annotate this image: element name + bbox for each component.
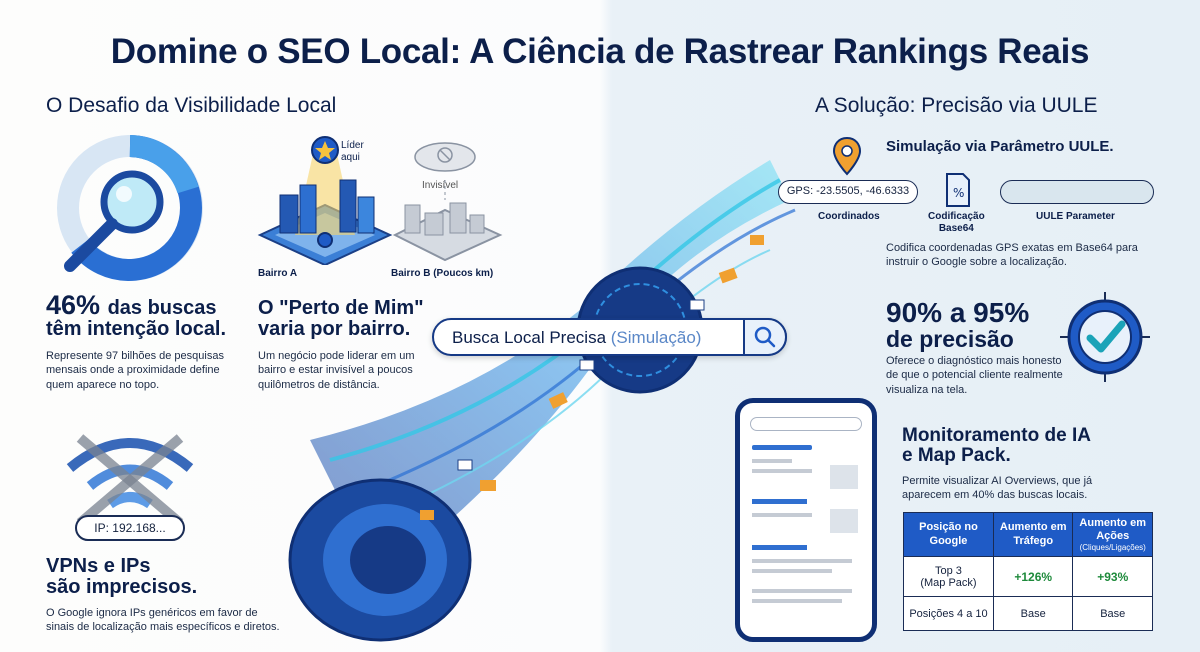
search-hint-text: (Simulação) bbox=[610, 328, 702, 347]
precision-stat: 90% a 95% de precisão bbox=[886, 298, 1029, 352]
crossed-wifi-icon bbox=[66, 434, 194, 527]
uule-param-label: UULE Parameter bbox=[1036, 211, 1115, 222]
table-cell: Base bbox=[1072, 596, 1153, 631]
svg-text:%: % bbox=[953, 186, 964, 200]
vpn-heading: VPNs e IPs são imprecisos. bbox=[46, 556, 197, 598]
uule-description: Codifica coordenadas GPS exatas em Base6… bbox=[886, 242, 1138, 269]
near-me-line2: varia por bairro. bbox=[258, 318, 411, 340]
document-percent-icon: % bbox=[946, 173, 970, 207]
ia-heading: Monitoramento de IA e Map Pack. bbox=[902, 426, 1091, 466]
search-text: Busca Local Precisa (Simulação) bbox=[452, 328, 701, 348]
vpn-line2: são imprecisos. bbox=[46, 576, 198, 598]
uule-parameter-bar bbox=[1000, 180, 1154, 204]
table-cell: +93% bbox=[1072, 556, 1153, 597]
bairro-a-label: Bairro A bbox=[258, 268, 298, 279]
search-button[interactable] bbox=[743, 318, 787, 356]
magnifier-donut-icon bbox=[57, 135, 203, 281]
stat-local-intent: 46% das buscas têm intenção local. bbox=[46, 291, 226, 340]
phone-mockup bbox=[735, 398, 877, 642]
table-row: Posições 4 a 10 Base Base bbox=[903, 596, 1153, 631]
table-cell: +126% bbox=[992, 556, 1074, 597]
ia-line2: e Map Pack. bbox=[902, 444, 1011, 466]
uule-subheading: Simulação via Parâmetro UULE. bbox=[886, 138, 1114, 155]
target-check-icon bbox=[1060, 292, 1150, 382]
stat-near-me: O "Perto de Mim" varia por bairro. bbox=[258, 298, 424, 340]
table-cell: Base bbox=[992, 596, 1074, 631]
near-me-line1: O "Perto de Mim" bbox=[258, 297, 424, 319]
bairro-b-label: Bairro B (Poucos km) bbox=[391, 268, 494, 279]
gps-coordinates-box: GPS: -23.5505, -46.6333 bbox=[778, 180, 918, 204]
ia-description: Permite visualizar AI Overviews, que já … bbox=[902, 475, 1093, 502]
precision-line1: 90% a 95% bbox=[886, 297, 1030, 328]
coords-label: Coordinados bbox=[818, 211, 880, 222]
page-title: Domine o SEO Local: A Ciência de Rastrea… bbox=[110, 32, 1090, 71]
precision-line2: de precisão bbox=[886, 326, 1014, 353]
precision-description: Oferece o diagnóstico mais honesto de qu… bbox=[886, 355, 1063, 396]
right-heading: A Solução: Precisão via UULE bbox=[815, 94, 1098, 117]
vpn-line1: VPNs e IPs bbox=[46, 555, 151, 577]
search-main-text: Busca Local Precisa bbox=[452, 328, 607, 347]
invisible-label: Invisível bbox=[422, 180, 459, 191]
table-cell: Top 3(Map Pack) bbox=[903, 556, 994, 597]
stat-percent: 46% bbox=[46, 290, 101, 320]
ia-line1: Monitoramento de IA bbox=[902, 425, 1091, 446]
stat1-description: Represente 97 bilhões de pesquisas mensa… bbox=[46, 350, 224, 391]
vpn-description: O Google ignora IPs genéricos em favor d… bbox=[46, 607, 280, 634]
stat2-description: Um negócio pode liderar em um bairro e e… bbox=[258, 350, 415, 391]
leader-label: Líder aqui bbox=[341, 140, 364, 163]
neighborhood-map-illustration bbox=[257, 136, 503, 265]
encoding-label: Codificação Base64 bbox=[928, 211, 985, 234]
ip-address-box: IP: 192.168... bbox=[75, 515, 185, 541]
table-cell: Posições 4 a 10 bbox=[903, 596, 994, 631]
search-icon bbox=[754, 326, 776, 348]
phone-search-field bbox=[750, 417, 862, 431]
local-search-bar[interactable]: Busca Local Precisa (Simulação) bbox=[432, 318, 787, 356]
stat-suffix: das buscas bbox=[107, 297, 217, 319]
table-row: Top 3(Map Pack) +126% +93% bbox=[903, 556, 1153, 597]
data-funnel-illustration bbox=[288, 160, 796, 642]
stat-line2: têm intenção local. bbox=[46, 318, 227, 341]
location-pin-icon bbox=[832, 136, 862, 176]
left-heading: O Desafio da Visibilidade Local bbox=[46, 94, 337, 117]
